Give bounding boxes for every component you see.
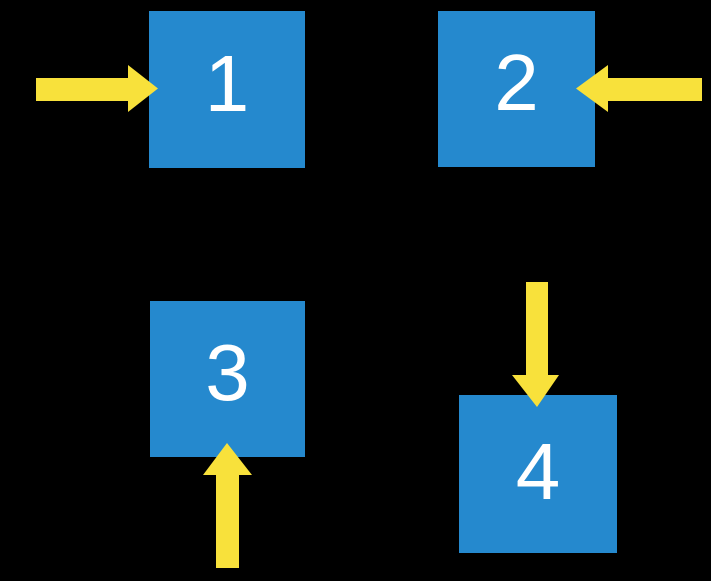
box-3-label: 3 bbox=[205, 328, 250, 417]
box-2-label: 2 bbox=[494, 38, 539, 127]
box-2: 2 bbox=[438, 11, 595, 167]
box-4: 4 bbox=[459, 395, 617, 553]
box-3: 3 bbox=[150, 301, 305, 457]
box-1: 1 bbox=[149, 11, 305, 168]
arrow-down-into-box-4-icon bbox=[512, 282, 559, 407]
arrow-up-into-box-3-icon bbox=[203, 443, 252, 568]
box-4-label: 4 bbox=[515, 427, 561, 516]
arrow-left-into-box-2-icon bbox=[576, 65, 702, 112]
box-1-label: 1 bbox=[204, 38, 250, 128]
arrow-right-into-box-1-icon bbox=[36, 65, 158, 112]
